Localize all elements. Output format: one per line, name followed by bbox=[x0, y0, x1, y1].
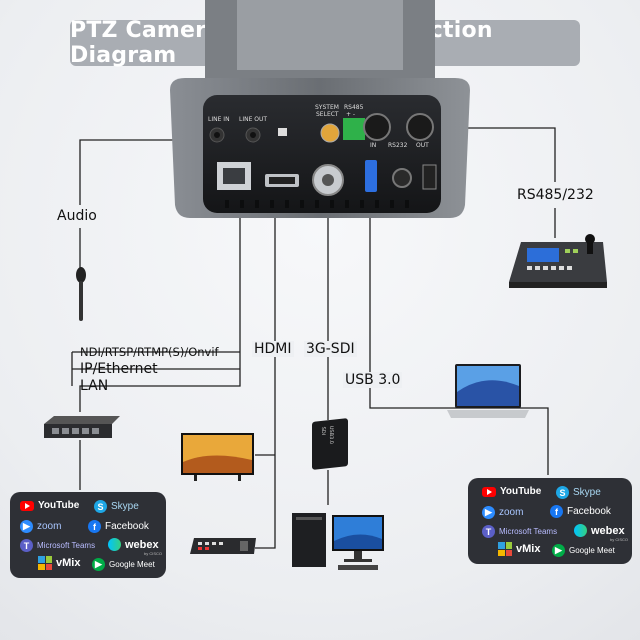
rs232-label: RS232 bbox=[388, 142, 408, 149]
webex-icon bbox=[108, 538, 121, 551]
zoom-icon: ▶ bbox=[20, 520, 33, 533]
vmix-icon bbox=[498, 542, 512, 556]
ptz-camera: LINE IN LINE OUT SYSTEM SELECT RS485 + -… bbox=[165, 0, 475, 220]
rs485-line bbox=[440, 127, 556, 182]
zoom-icon: ▶ bbox=[482, 506, 495, 519]
hdmi-line bbox=[255, 210, 276, 549]
facebook-icon: f bbox=[88, 520, 101, 533]
network-line-1 bbox=[79, 214, 241, 412]
teams-icon: T bbox=[482, 525, 495, 538]
google-meet-logo: ▶Google Meet bbox=[552, 544, 615, 557]
webex-logo: webex bbox=[574, 524, 625, 537]
microphone-icon bbox=[76, 267, 86, 321]
out-label: OUT bbox=[416, 142, 429, 149]
lan-label: LAN bbox=[80, 378, 109, 394]
youtube-icon bbox=[482, 486, 496, 497]
plus-minus-label: + - bbox=[346, 111, 356, 118]
google-meet-logo: ▶Google Meet bbox=[92, 558, 155, 571]
network-switch-icon bbox=[44, 416, 120, 438]
zoom-logo: ▶zoom bbox=[20, 520, 61, 533]
teams-icon: T bbox=[20, 539, 33, 552]
hdmi-label: HDMI bbox=[252, 341, 294, 357]
webex-logo: webex bbox=[108, 538, 159, 551]
line-out-label: LINE OUT bbox=[239, 116, 268, 123]
skype-icon: S bbox=[94, 500, 107, 513]
network-protocols-label: NDI/RTSP/RTMP(S)/Onvif bbox=[80, 345, 219, 359]
laptop-icon bbox=[447, 364, 529, 418]
google-meet-icon: ▶ bbox=[92, 558, 105, 571]
system-select-label-2: SELECT bbox=[316, 111, 339, 118]
sdi-box-label-1: SDI bbox=[320, 426, 326, 436]
youtube-icon bbox=[20, 500, 34, 511]
youtube-logo: YouTube bbox=[482, 486, 541, 497]
rs485-232-label: RS485/232 bbox=[517, 187, 594, 203]
zoom-logo: ▶zoom bbox=[482, 506, 523, 519]
vmix-logo: vMix bbox=[38, 556, 80, 570]
youtube-logo: YouTube bbox=[20, 500, 79, 511]
camera-body-graphic bbox=[170, 0, 470, 218]
webex-icon bbox=[574, 524, 587, 537]
facebook-icon: f bbox=[550, 505, 563, 518]
audio-line bbox=[79, 139, 215, 205]
ptz-controller-icon bbox=[509, 234, 607, 288]
webex-sub: by CISCO bbox=[610, 537, 629, 542]
skype-icon: S bbox=[556, 486, 569, 499]
ip-ethernet-label: IP/Ethernet bbox=[80, 361, 158, 377]
usb-label: USB 3.0 bbox=[343, 372, 403, 388]
sdi-label: 3G-SDI bbox=[304, 341, 357, 357]
vmix-icon bbox=[38, 556, 52, 570]
audio-label: Audio bbox=[57, 208, 97, 224]
desktop-computer-icon bbox=[292, 513, 384, 570]
sdi-capture-box: SDI USB3.0 bbox=[312, 418, 348, 470]
vmix-logo: vMix bbox=[498, 542, 540, 556]
google-meet-icon: ▶ bbox=[552, 544, 565, 557]
in-label: IN bbox=[370, 142, 377, 149]
line-in-label: LINE IN bbox=[208, 116, 230, 123]
sdi-box-label-2: USB3.0 bbox=[328, 425, 334, 445]
system-select-label-1: SYSTEM bbox=[315, 104, 339, 111]
webex-sub: by CISCO bbox=[144, 551, 163, 556]
video-switcher-icon bbox=[190, 538, 256, 554]
rs485-port-label: RS485 bbox=[344, 104, 364, 111]
television-icon bbox=[181, 433, 254, 481]
